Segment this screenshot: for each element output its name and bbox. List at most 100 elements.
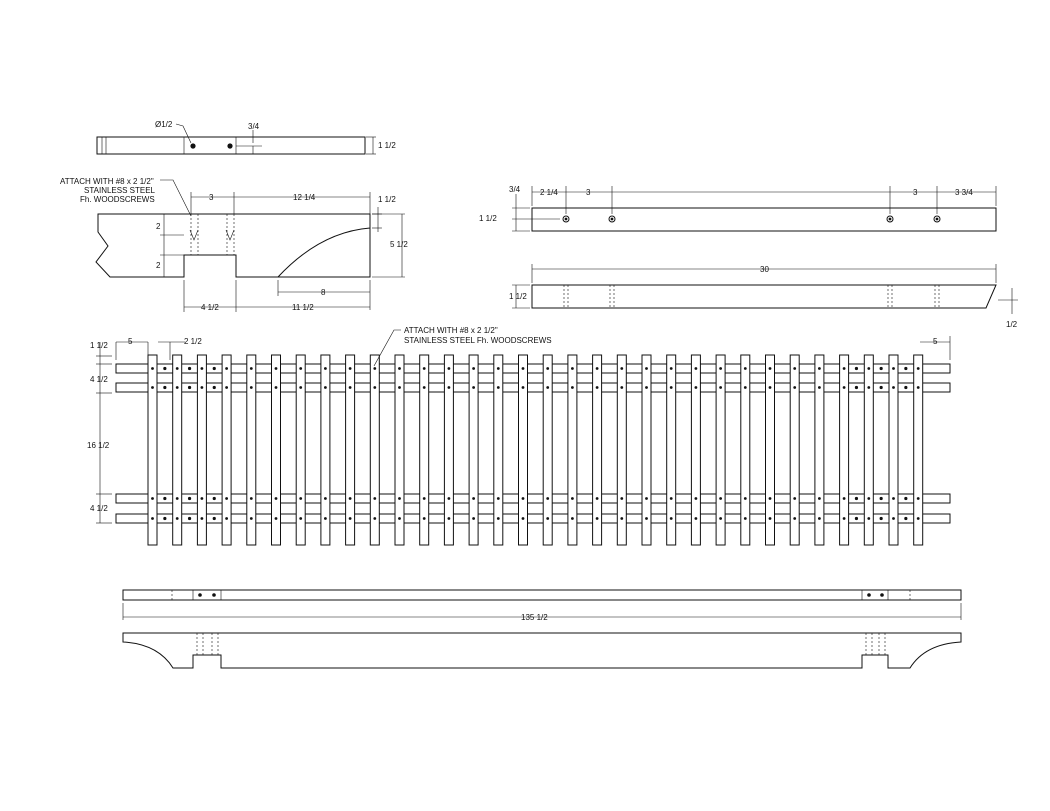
slat bbox=[888, 354, 899, 546]
hole-offset-label: 3/4 bbox=[248, 122, 260, 131]
screw-hole bbox=[187, 516, 192, 521]
screw-hole bbox=[348, 517, 352, 520]
dim-11-5-label: 11 1/2 bbox=[292, 303, 314, 312]
screw-hole bbox=[521, 517, 525, 520]
screw-hole bbox=[879, 366, 883, 371]
screw-hole bbox=[669, 497, 673, 500]
screw-hole bbox=[472, 367, 475, 370]
screw-hole bbox=[151, 386, 154, 389]
screw-hole bbox=[212, 496, 216, 501]
screw-hole bbox=[212, 366, 216, 371]
screw-hole bbox=[867, 517, 871, 520]
cross-rail bbox=[115, 513, 951, 524]
screw-hole bbox=[768, 386, 772, 389]
screw-hole bbox=[225, 367, 229, 370]
screw-hole bbox=[904, 366, 908, 371]
screw-hole bbox=[472, 386, 475, 389]
screw-hole bbox=[818, 497, 821, 500]
screw-hole bbox=[768, 367, 772, 370]
screw-hole bbox=[212, 516, 216, 521]
screw-hole bbox=[793, 517, 797, 520]
slat-layer bbox=[115, 354, 951, 546]
screw-hole bbox=[187, 366, 192, 371]
screw-hole bbox=[546, 517, 550, 520]
screw-hole bbox=[447, 517, 451, 520]
screw-hole bbox=[645, 497, 648, 500]
screw-hole bbox=[620, 497, 624, 500]
screw-hole bbox=[595, 517, 599, 520]
dim-8-label: 8 bbox=[321, 288, 326, 297]
dim-3-label: 3 bbox=[209, 193, 214, 202]
screw-hole bbox=[398, 367, 401, 370]
screw-hole bbox=[422, 497, 426, 500]
screw-hole bbox=[571, 517, 574, 520]
dim-5-5-label: 5 1/2 bbox=[390, 240, 408, 249]
screw-hole bbox=[496, 497, 500, 500]
screw-hole bbox=[854, 385, 859, 390]
slat bbox=[666, 354, 677, 546]
screw-hole bbox=[274, 367, 278, 370]
dim-12-25-label: 12 1/4 bbox=[293, 193, 316, 202]
side-rail-plan: 2 1/4 3 3 3 3/4 3/4 1 1/2 bbox=[479, 185, 997, 232]
screw-hole bbox=[867, 386, 871, 389]
screw-hole bbox=[879, 516, 883, 521]
screw-hole bbox=[200, 386, 204, 389]
hole-diameter-label: Ø1/2 bbox=[155, 120, 173, 129]
screw-hole bbox=[595, 497, 599, 500]
screw-hole bbox=[274, 517, 278, 520]
slat bbox=[814, 354, 825, 546]
slat bbox=[468, 354, 479, 546]
screw-hole bbox=[546, 386, 550, 389]
slat bbox=[913, 354, 924, 546]
screw-hole bbox=[867, 367, 871, 370]
screw-hole bbox=[719, 367, 722, 370]
slat bbox=[839, 354, 850, 546]
screw-hole bbox=[348, 386, 352, 389]
cross-rail bbox=[115, 382, 951, 393]
screw-hole bbox=[274, 386, 278, 389]
screw-hole bbox=[842, 367, 846, 370]
slat bbox=[542, 354, 553, 546]
screw-hole bbox=[867, 497, 871, 500]
dim-2a-label: 2 bbox=[156, 222, 161, 231]
bracket-outline bbox=[95, 213, 371, 278]
screw-hole bbox=[324, 386, 327, 389]
screw-hole bbox=[669, 386, 673, 389]
screw-hole bbox=[324, 497, 327, 500]
dim-135-5-label: 135 1/2 bbox=[521, 613, 548, 622]
screw-hole bbox=[595, 386, 599, 389]
grid-screw-note-2: STAINLESS STEEL Fh. WOODSCREWS bbox=[404, 336, 552, 345]
screw-hole bbox=[793, 497, 797, 500]
screw-hole bbox=[521, 386, 525, 389]
screw-hole bbox=[447, 497, 451, 500]
screw-hole bbox=[916, 497, 920, 500]
long-rail-elevation-outline bbox=[122, 632, 962, 669]
screw-note-line-3: Fh. WOODSCREWS bbox=[80, 195, 155, 204]
screw-hole bbox=[842, 386, 846, 389]
dim-4-5-label: 4 1/2 bbox=[201, 303, 219, 312]
cross-rail bbox=[115, 493, 951, 504]
screw-hole bbox=[496, 386, 500, 389]
slat bbox=[196, 354, 207, 546]
screw-hole bbox=[904, 516, 908, 521]
cross-rail bbox=[115, 363, 951, 374]
screw-hole bbox=[916, 517, 920, 520]
grid-screw-note-1: ATTACH WITH #8 x 2 1/2" bbox=[404, 326, 498, 335]
screw-hole bbox=[645, 517, 648, 520]
screw-hole bbox=[916, 386, 920, 389]
screw-hole bbox=[299, 367, 303, 370]
side-rail-elevation-outline bbox=[531, 284, 997, 309]
screw-hole bbox=[163, 516, 167, 521]
screw-hole bbox=[249, 517, 253, 520]
screw-hole bbox=[398, 517, 401, 520]
screw-hole bbox=[163, 496, 167, 501]
screw-hole bbox=[768, 517, 772, 520]
screw-hole bbox=[422, 367, 426, 370]
screw-hole bbox=[348, 367, 352, 370]
dim-2-25-label: 2 1/4 bbox=[540, 188, 558, 197]
screw-hole bbox=[719, 386, 722, 389]
rail-hole bbox=[608, 215, 616, 223]
dim-3b-label: 3 bbox=[913, 188, 918, 197]
screw-hole bbox=[892, 367, 895, 370]
screw-hole bbox=[274, 497, 278, 500]
